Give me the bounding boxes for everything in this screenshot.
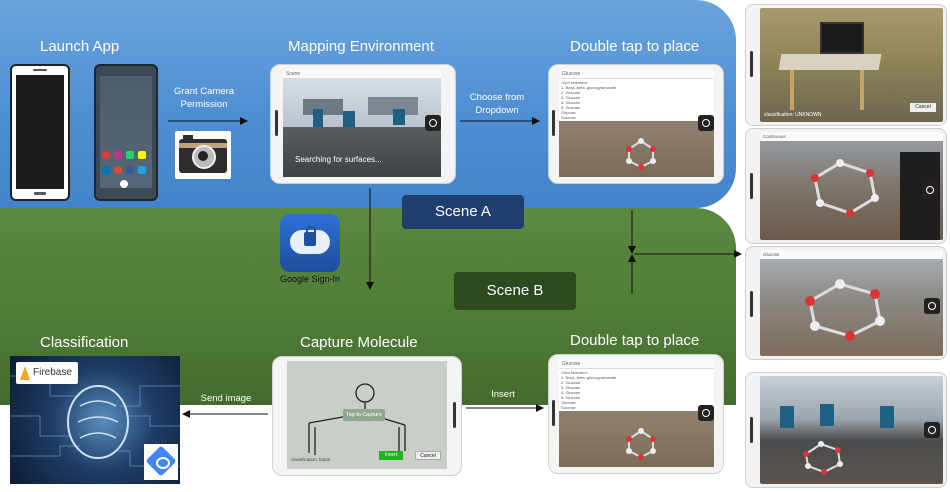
- molecule-model-a: [626, 138, 656, 170]
- arrow-to-scene-b: [366, 188, 374, 290]
- result-camera-2[interactable]: [922, 182, 938, 198]
- searching-text: Searching for surfaces...: [295, 155, 382, 164]
- cloud-vision-logo: [144, 444, 178, 480]
- mapping-tablet: Scene Searching for surfaces...: [270, 64, 456, 184]
- phone-apps: [94, 64, 158, 201]
- capture-tablet: Tap to Capture classification: butan Ins…: [272, 356, 462, 476]
- cancel-button[interactable]: Cancel: [415, 451, 441, 460]
- molecule-3d-3: [805, 279, 885, 341]
- firebase-logo: Firebase: [16, 362, 78, 384]
- google-signin-icon: [280, 214, 340, 272]
- place-camera-button-a[interactable]: [698, 115, 714, 131]
- molecule-3d-4: [803, 441, 843, 475]
- choose-dropdown-label: Choose from Dropdown: [469, 92, 525, 116]
- result-card-1: classification: UNKNOWN Cancel: [745, 4, 947, 126]
- molecule-model-b: [626, 428, 656, 460]
- result-card-4: [745, 372, 947, 488]
- place-tablet-a: Glucose <Not selected>1. Butyl-.beta.-gl…: [548, 64, 724, 184]
- result-card-3: Glucose: [745, 246, 947, 360]
- camera-icon: [175, 131, 231, 179]
- phone-white: [10, 64, 70, 201]
- molecule-3d-2: [811, 159, 879, 217]
- scene-a-badge: Scene A: [402, 195, 524, 229]
- result-cancel-button[interactable]: Cancel: [910, 103, 936, 112]
- molecule-dropdown-list[interactable]: <Not selected>1. Butyl-.beta.-glucopyran…: [559, 79, 714, 121]
- result-card-2: Continuous: [745, 128, 947, 244]
- result-camera-3[interactable]: [924, 298, 940, 314]
- arrow-send-image: [182, 410, 268, 418]
- google-signin-label: Google Sign-In: [279, 274, 341, 284]
- classification-unknown: classification: UNKNOWN: [764, 112, 822, 118]
- place-camera-button-b[interactable]: [698, 405, 714, 421]
- arrow-choose: [460, 117, 540, 125]
- insert-label: Insert: [491, 389, 515, 400]
- result-camera-4[interactable]: [924, 422, 940, 438]
- mapping-camera-button[interactable]: [425, 115, 441, 131]
- result-topbar-3: Glucose: [760, 250, 943, 259]
- double-tap-title-a: Double tap to place: [570, 38, 700, 55]
- mapping-environment-title: Mapping Environment: [288, 38, 434, 55]
- mapping-topbar: Scene: [283, 69, 441, 79]
- place-tablet-b: Glucose <Not selected>1. Butyl-.beta.-gl…: [548, 354, 724, 474]
- molecule-dropdown-list-b[interactable]: <Not selected>1. Butyl-.beta.-glucopyran…: [559, 369, 714, 411]
- capture-molecule-title: Capture Molecule: [300, 334, 418, 351]
- grant-camera-label: Grant Camera Permission: [173, 86, 235, 110]
- arrow-insert: [466, 404, 544, 412]
- classification-title: Classification: [40, 334, 129, 351]
- double-tap-title-b: Double tap to place: [570, 332, 700, 349]
- tap-to-capture-button[interactable]: Tap to Capture: [343, 409, 385, 421]
- arrow-grant: [168, 117, 248, 125]
- result-topbar-2: Continuous: [760, 132, 943, 141]
- connector-right: [628, 210, 742, 294]
- classification-small-text: classification: butan: [291, 457, 331, 462]
- classification-image: Firebase: [10, 356, 180, 484]
- send-image-label: Send image: [200, 393, 252, 404]
- insert-button[interactable]: Insert: [379, 451, 403, 460]
- launch-app-title: Launch App: [40, 38, 120, 55]
- scene-b-badge: Scene B: [454, 272, 576, 310]
